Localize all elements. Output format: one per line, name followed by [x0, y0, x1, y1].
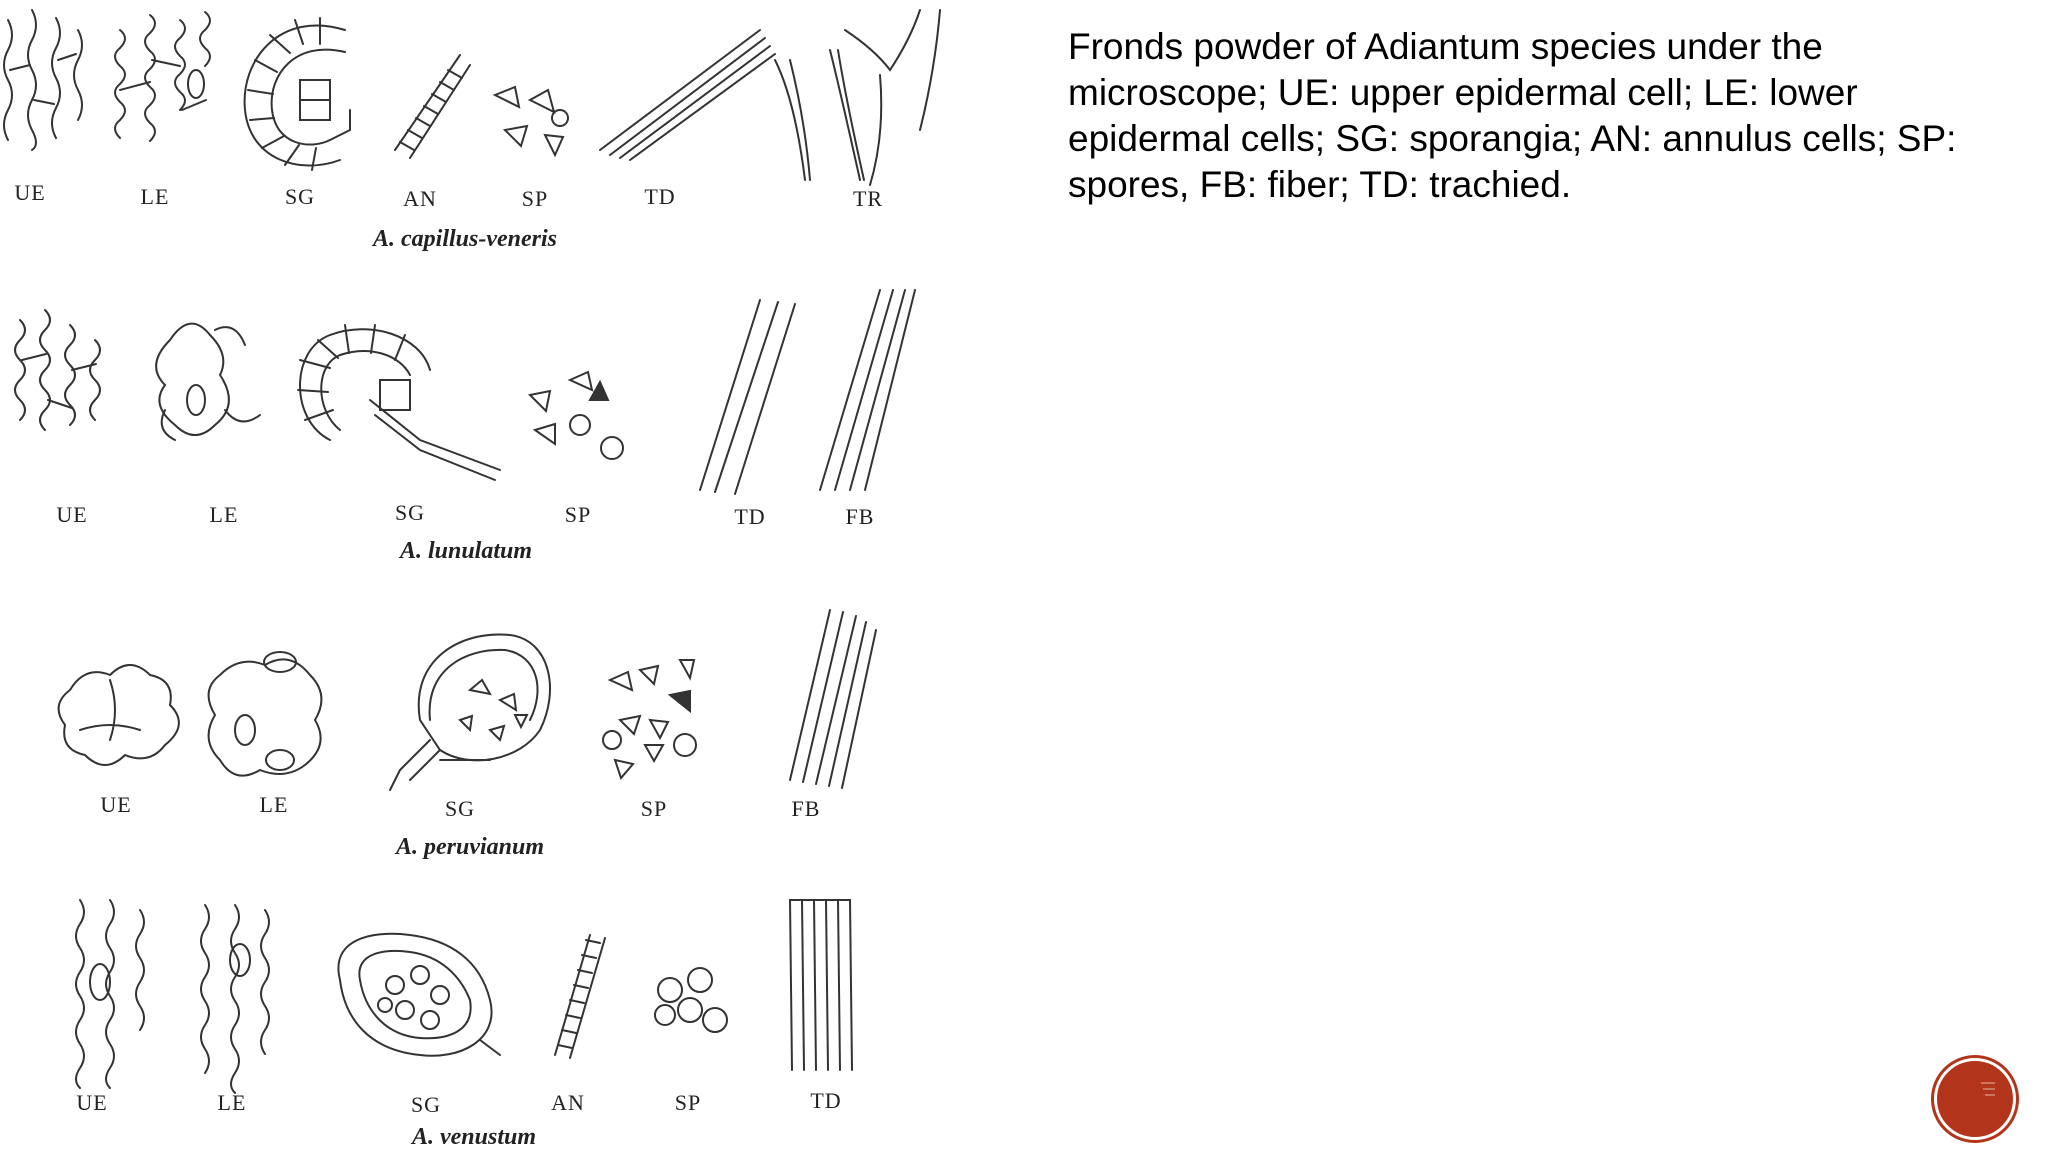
row2-label-sp: SP: [564, 502, 592, 527]
adiantum-microscopy-figure: UE LE SG AN SP TD TR A. capillus-veneris…: [0, 0, 960, 1152]
row4-species-name: A. venustum: [411, 1124, 537, 1150]
row3-label-sp: SP: [640, 796, 668, 821]
row4-label-ue: UE: [76, 1090, 108, 1115]
row4-label-le: LE: [217, 1090, 247, 1115]
row4-label-sg: SG: [410, 1092, 442, 1117]
slide-caption: Fronds powder of Adiantum species under …: [1068, 26, 1957, 205]
row1-label-sp: SP: [521, 186, 549, 211]
row1-label-tr: TR: [852, 186, 884, 211]
row2-species-name: A. lunulatum: [399, 538, 533, 564]
row4-label-td: TD: [810, 1088, 842, 1113]
row3-label-le: LE: [259, 792, 289, 817]
next-slide-icon: [1981, 1082, 1995, 1096]
row3-label-ue: UE: [100, 792, 132, 817]
row1-label-le: LE: [140, 184, 170, 209]
row2-drawings: [14, 289, 916, 495]
row1-label-an: AN: [403, 186, 437, 211]
row2-label-sg: SG: [394, 500, 426, 525]
row3-drawings: [57, 609, 877, 791]
row3-label-sg: SG: [444, 796, 476, 821]
row4-label-sp: SP: [674, 1090, 702, 1115]
row3-species-name: A. peruvianum: [395, 834, 545, 860]
row2-label-fb: FB: [845, 504, 875, 529]
row1-label-td: TD: [644, 184, 676, 209]
row4-drawings: [75, 899, 853, 1094]
row1-drawings: [3, 9, 941, 186]
next-slide-button[interactable]: [1934, 1058, 2016, 1140]
row2-label-le: LE: [209, 502, 239, 527]
row1-species-name: A. capillus-veneris: [373, 226, 557, 252]
row3-label-fb: FB: [791, 796, 821, 821]
line-drawings: [3, 9, 941, 1094]
row1-label-sg: SG: [284, 184, 316, 209]
row4-label-an: AN: [551, 1090, 585, 1115]
row1-label-ue: UE: [14, 180, 46, 205]
row2-label-ue: UE: [56, 502, 88, 527]
row2-label-td: TD: [734, 504, 766, 529]
